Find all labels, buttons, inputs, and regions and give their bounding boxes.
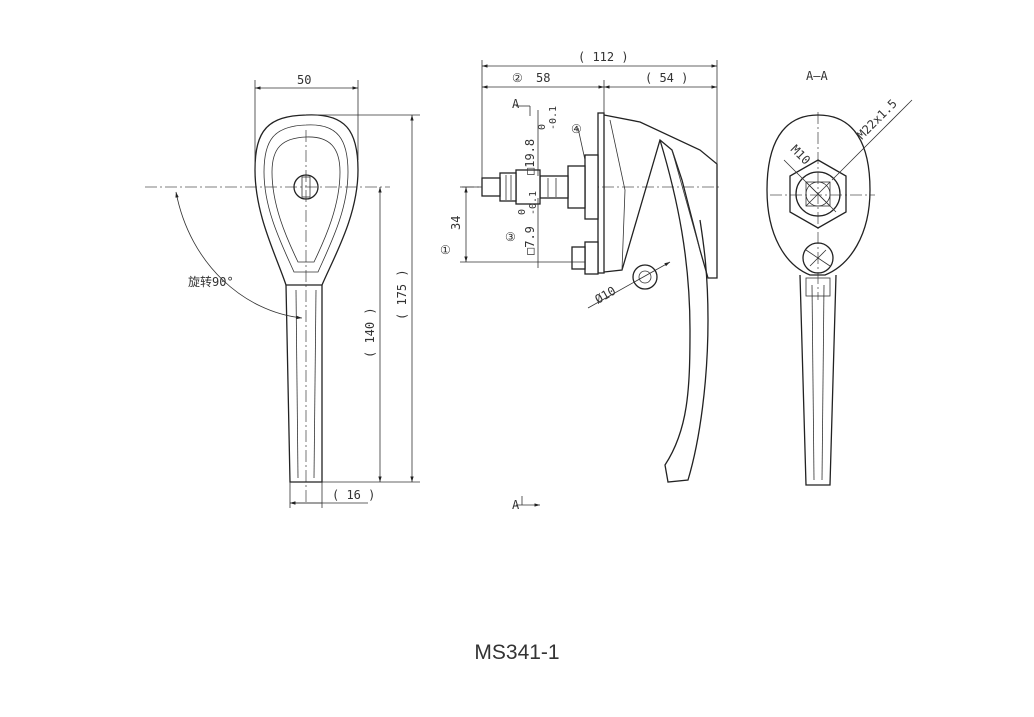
- offset-label: 34: [449, 216, 463, 230]
- square-b-tol-upper: 0: [517, 209, 528, 215]
- section-mark-bottom: A: [512, 498, 520, 512]
- hex-nut: [789, 159, 847, 229]
- circle-3-marker: ③: [505, 230, 516, 244]
- length-b-label: ( 54 ): [645, 71, 688, 85]
- section-view: [766, 99, 913, 486]
- section-handle: [799, 274, 837, 486]
- lock-cylinder: [293, 174, 319, 200]
- circle-2-marker: ②: [512, 71, 523, 85]
- circle-4-marker: ④: [571, 122, 582, 136]
- rotate-label: 旋转90°: [188, 274, 234, 289]
- square-a-tol-lower: -0.1: [548, 106, 559, 130]
- front-handle: [285, 284, 323, 483]
- overall-length-label: ( 112 ): [578, 50, 629, 64]
- length-a-label: 58: [536, 71, 550, 85]
- section-mark-top: A: [512, 97, 520, 111]
- lower-screw: [802, 242, 834, 274]
- section-title: A—A: [806, 69, 828, 83]
- mounting-plate: [597, 112, 605, 274]
- front-width-label: 50: [297, 73, 311, 87]
- front-height-total-label: ( 175 ): [395, 269, 409, 320]
- front-view: [145, 80, 420, 508]
- square-a-label: □19.8: [523, 139, 537, 175]
- pivot-hole: [632, 264, 658, 290]
- square-b-label: □7.9: [523, 226, 537, 255]
- front-height-handle-label: ( 140 ): [363, 307, 377, 358]
- section-outline: [766, 114, 871, 276]
- front-grip-label: ( 16 ): [332, 488, 375, 502]
- side-body: [603, 114, 718, 279]
- circle-1-marker: ①: [440, 243, 451, 257]
- side-view: [460, 60, 722, 507]
- side-handle: [659, 139, 709, 483]
- square-b-tol-lower: -0.1: [528, 191, 539, 215]
- model-caption: MS341-1: [474, 641, 560, 664]
- thread-b-label: M10: [788, 142, 813, 167]
- square-a-tol-upper: 0: [537, 124, 548, 130]
